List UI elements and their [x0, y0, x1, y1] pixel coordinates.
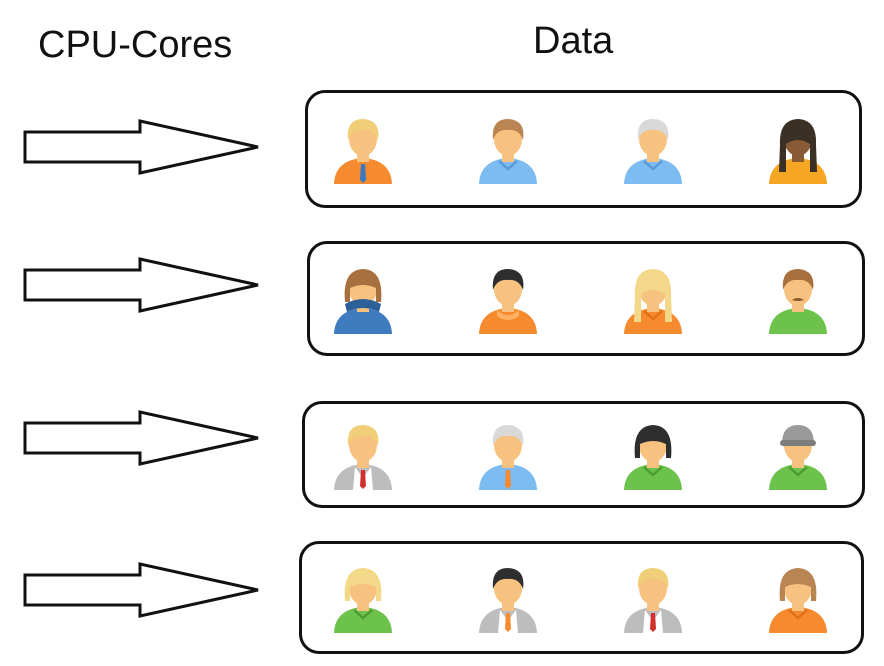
person-avatar-icon	[332, 264, 394, 334]
person-avatar-icon	[477, 563, 539, 633]
person-avatar-icon	[767, 264, 829, 334]
person-avatar-icon	[332, 114, 394, 184]
person-avatar-icon	[477, 114, 539, 184]
person-avatar-icon	[477, 420, 539, 490]
data-heading: Data	[533, 20, 614, 62]
person-avatar-icon	[622, 264, 684, 334]
person-avatar-icon	[477, 264, 539, 334]
cpu-cores-heading: CPU-Cores	[38, 24, 233, 66]
data-row-3	[302, 401, 865, 508]
person-avatar-icon	[767, 420, 829, 490]
person-avatar-icon	[622, 114, 684, 184]
person-avatar-icon	[767, 114, 829, 184]
right-arrow-icon	[22, 256, 264, 314]
person-avatar-icon	[622, 420, 684, 490]
data-row-4	[299, 541, 864, 654]
right-arrow-icon	[22, 561, 264, 619]
right-arrow-icon	[22, 118, 264, 176]
right-arrow-icon	[22, 409, 264, 467]
data-row-2	[307, 241, 865, 356]
person-avatar-icon	[767, 563, 829, 633]
data-row-1	[305, 90, 862, 208]
person-avatar-icon	[332, 563, 394, 633]
person-avatar-icon	[622, 563, 684, 633]
person-avatar-icon	[332, 420, 394, 490]
